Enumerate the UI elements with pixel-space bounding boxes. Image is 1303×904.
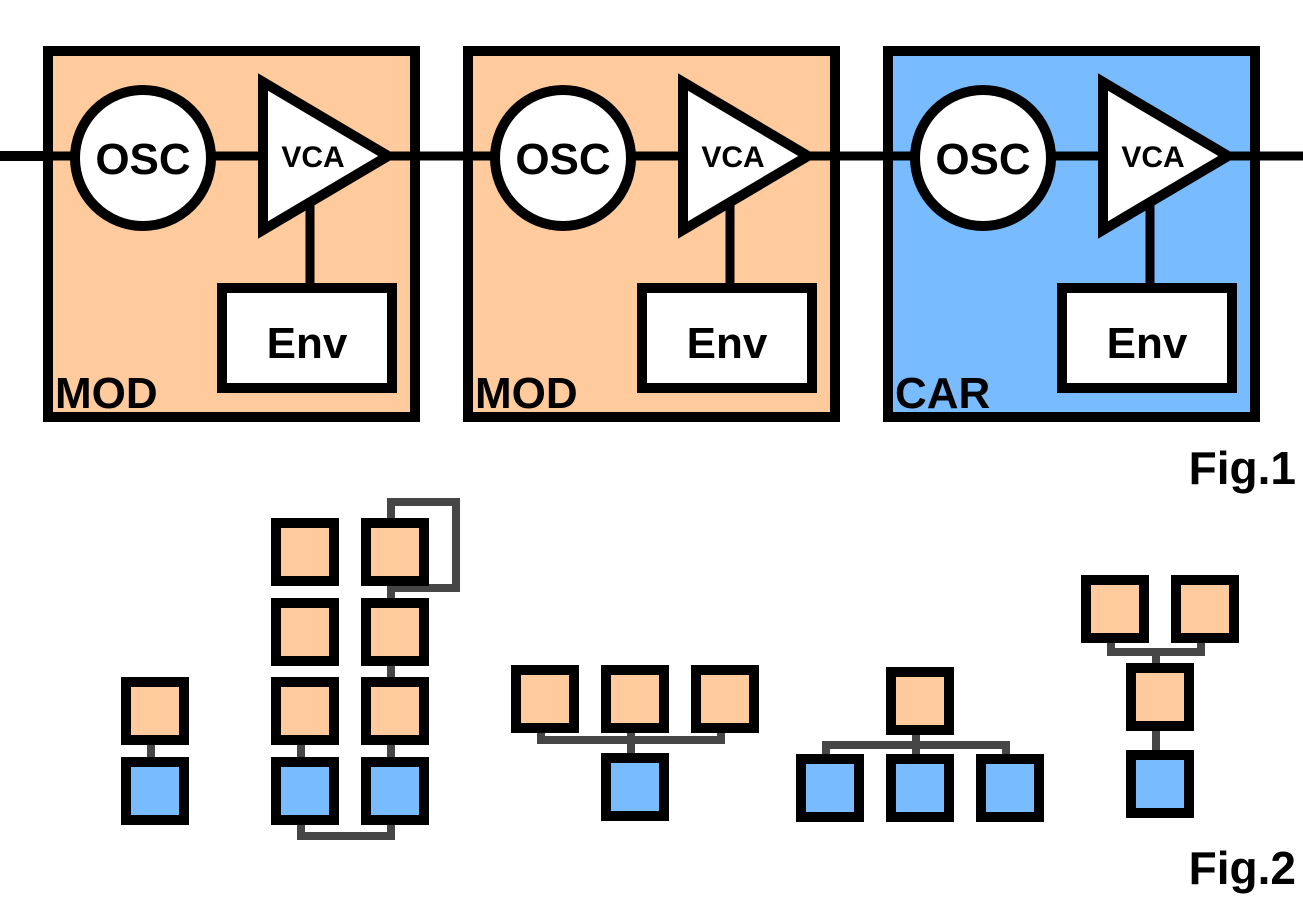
vca-amplifier-node bbox=[1098, 73, 1238, 239]
module-type-label: CAR bbox=[895, 369, 990, 418]
envelope-label: Env bbox=[687, 319, 768, 368]
envelope-node bbox=[217, 283, 397, 393]
operator-modulator bbox=[361, 677, 429, 745]
algorithm-three-into-one bbox=[511, 665, 759, 821]
operator-modulator bbox=[886, 667, 954, 735]
operator-carrier bbox=[976, 754, 1044, 822]
module-type-label: MOD bbox=[55, 369, 158, 418]
operator-connection bbox=[387, 498, 460, 598]
vca-label: VCA bbox=[701, 141, 764, 174]
oscillator-node bbox=[70, 85, 216, 231]
operator-carrier bbox=[361, 757, 429, 825]
envelope-node bbox=[637, 283, 817, 393]
operator-modulator bbox=[1171, 575, 1239, 643]
operator-carrier bbox=[601, 753, 669, 821]
operator-modulator bbox=[1081, 575, 1149, 643]
algorithm-two-into-one-stack bbox=[1081, 575, 1239, 818]
algorithm-two-stacks-feedback bbox=[271, 498, 460, 840]
module-type-label: MOD bbox=[475, 369, 578, 418]
oscillator-label: OSC bbox=[935, 135, 1030, 184]
algorithm-stack-2 bbox=[121, 677, 189, 825]
envelope-label: Env bbox=[1107, 319, 1188, 368]
operator-modulator bbox=[271, 677, 339, 745]
operator-modulator bbox=[271, 518, 339, 586]
operator-carrier bbox=[796, 754, 864, 822]
oscillator-node bbox=[910, 85, 1056, 231]
operator-modulator bbox=[361, 598, 429, 666]
vca-label: VCA bbox=[1121, 141, 1184, 174]
operator-connection bbox=[822, 741, 1010, 754]
operator-modulator bbox=[271, 598, 339, 666]
operator-carrier bbox=[271, 757, 339, 825]
operator-modulator bbox=[601, 665, 669, 733]
operator-modulator bbox=[121, 677, 189, 745]
operator-carrier bbox=[886, 754, 954, 822]
operator-modulator bbox=[1126, 663, 1194, 731]
operator-modulator bbox=[511, 665, 579, 733]
algorithm-one-into-three bbox=[796, 667, 1044, 822]
operator-carrier bbox=[1126, 750, 1194, 818]
oscillator-label: OSC bbox=[95, 135, 190, 184]
operator-modulator bbox=[361, 518, 429, 586]
envelope-label: Env bbox=[267, 319, 348, 368]
operator-carrier bbox=[121, 757, 189, 825]
vca-label: VCA bbox=[281, 141, 344, 174]
fig2-algorithms bbox=[121, 498, 1239, 840]
oscillator-label: OSC bbox=[515, 135, 610, 184]
fig2-caption: Fig.2 bbox=[1189, 842, 1296, 894]
vca-amplifier-node bbox=[678, 73, 818, 239]
operator-connection bbox=[297, 817, 395, 840]
fig1-caption: Fig.1 bbox=[1189, 442, 1296, 494]
oscillator-node bbox=[490, 85, 636, 231]
operator-modulator bbox=[691, 665, 759, 733]
envelope-node bbox=[1057, 283, 1237, 393]
vca-amplifier-node bbox=[258, 73, 398, 239]
